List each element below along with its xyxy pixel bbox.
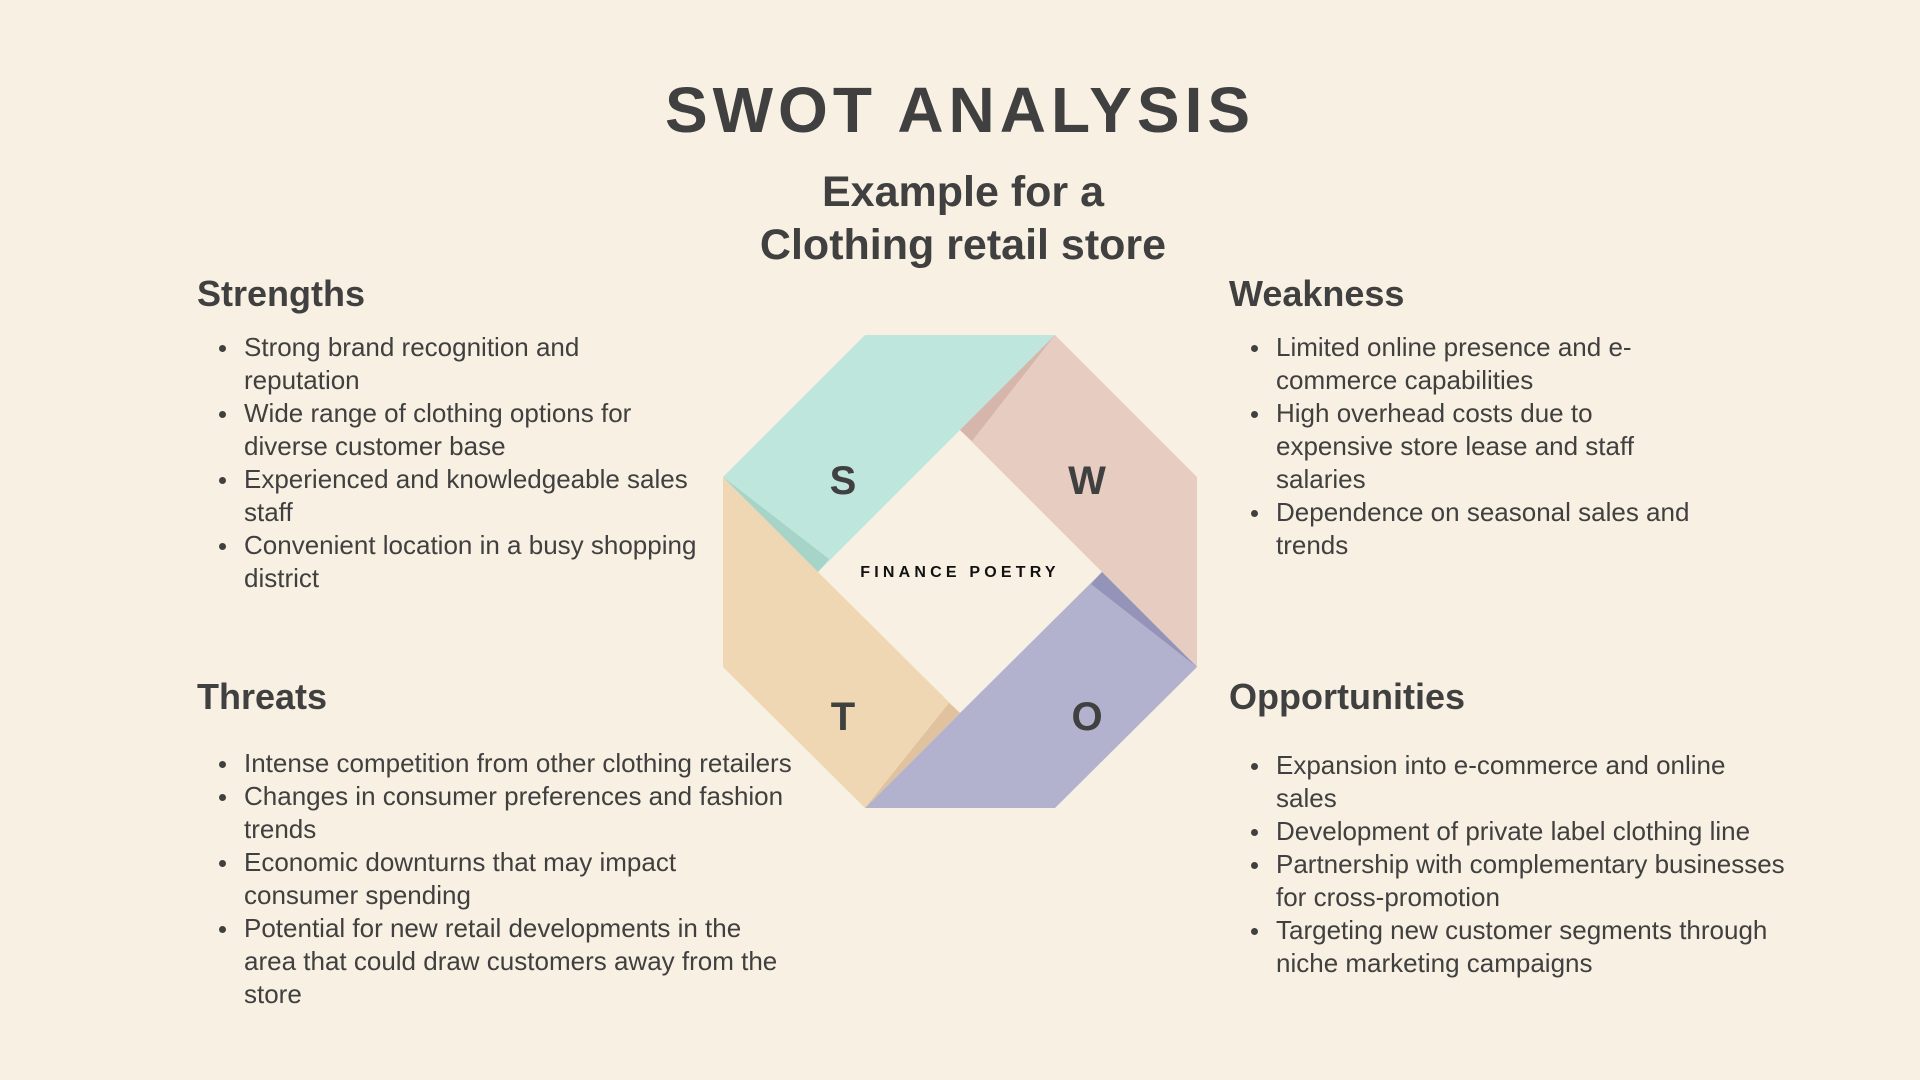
list-item-text: Experienced and knowledgeable sales staf… (244, 464, 688, 527)
list-item: Intense competition from other clothing … (219, 747, 792, 780)
list-item: Dependence on seasonal sales and trends (1251, 496, 1706, 562)
bullet-icon (1251, 411, 1258, 418)
list-item-text: Intense competition from other clothing … (244, 748, 792, 778)
opportunities-fold-shadow (1091, 572, 1197, 667)
threats-section: Threats Intense competition from other c… (197, 677, 792, 1011)
strengths-list: Strong brand recognition and reputation … (197, 331, 699, 595)
bullet-icon (219, 860, 226, 867)
threats-letter: T (830, 695, 856, 739)
list-item-text: Potential for new retail developments in… (244, 913, 778, 1009)
weakness-list: Limited online presence and e-commerce c… (1229, 331, 1706, 562)
list-item-text: Dependence on seasonal sales and trends (1276, 497, 1690, 560)
bullet-icon (1251, 862, 1258, 869)
list-item: Partnership with complementary businesse… (1251, 848, 1786, 914)
page-subtitle: Example for a Clothing retail store (0, 166, 1920, 272)
list-item-text: High overhead costs due to expensive sto… (1276, 398, 1634, 494)
opportunities-list: Expansion into e-commerce and online sal… (1229, 749, 1786, 980)
bullet-icon (1251, 928, 1258, 935)
strengths-segment (723, 335, 1055, 572)
list-item: Wide range of clothing options for diver… (219, 397, 699, 463)
list-item: Strong brand recognition and reputation (219, 331, 699, 397)
list-item-text: Limited online presence and e-commerce c… (1276, 332, 1632, 395)
threats-heading: Threats (197, 676, 328, 717)
list-item-text: Partnership with complementary businesse… (1276, 849, 1785, 912)
list-item-text: Convenient location in a busy shopping d… (244, 530, 697, 593)
weakness-letter: W (1068, 459, 1106, 503)
list-item-text: Wide range of clothing options for diver… (244, 398, 632, 461)
strengths-section: Strengths Strong brand recognition and r… (197, 274, 699, 595)
opportunities-segment (865, 572, 1197, 808)
weakness-fold-shadow (960, 335, 1055, 441)
list-item-text: Changes in consumer preferences and fash… (244, 781, 784, 844)
list-item: Limited online presence and e-commerce c… (1251, 331, 1706, 397)
list-item: Development of private label clothing li… (1251, 815, 1786, 848)
weakness-heading: Weakness (1229, 273, 1405, 314)
strengths-heading: Strengths (197, 273, 366, 314)
list-item: Expansion into e-commerce and online sal… (1251, 749, 1786, 815)
weakness-section: Weakness Limited online presence and e-c… (1229, 274, 1706, 562)
list-item-text: Economic downturns that may impact consu… (244, 847, 677, 910)
list-item-text: Strong brand recognition and reputation (244, 332, 580, 395)
bullet-icon (219, 794, 226, 801)
bullet-icon (219, 543, 226, 550)
opportunities-letter: O (1071, 695, 1103, 739)
bullet-icon (1251, 510, 1258, 517)
brand-label: FINANCE POETRY (860, 564, 1060, 581)
opportunities-section: Opportunities Expansion into e-commerce … (1229, 677, 1786, 980)
strengths-letter: S (829, 459, 857, 503)
opportunities-heading: Opportunities (1229, 676, 1465, 717)
list-item: Convenient location in a busy shopping d… (219, 529, 699, 595)
page-title: SWOT ANALYSIS (664, 74, 1256, 146)
list-item: Changes in consumer preferences and fash… (219, 780, 792, 846)
bullet-icon (219, 411, 226, 418)
list-item: Experienced and knowledgeable sales staf… (219, 463, 699, 529)
list-item: Potential for new retail developments in… (219, 912, 792, 1011)
bullet-icon (219, 345, 226, 352)
list-item: High overhead costs due to expensive sto… (1251, 397, 1706, 496)
bullet-icon (1251, 763, 1258, 770)
bullet-icon (1251, 829, 1258, 836)
bullet-icon (1251, 345, 1258, 352)
subtitle-line-2: Clothing retail store (759, 221, 1167, 269)
list-item: Economic downturns that may impact consu… (219, 846, 792, 912)
bullet-icon (219, 761, 226, 768)
list-item-text: Development of private label clothing li… (1276, 816, 1751, 846)
bullet-icon (219, 477, 226, 484)
list-item-text: Expansion into e-commerce and online sal… (1276, 750, 1726, 813)
subtitle-line-1: Example for a (822, 168, 1104, 216)
list-item-text: Targeting new customer segments through … (1276, 915, 1768, 978)
threats-fold-shadow (865, 703, 960, 808)
threats-list: Intense competition from other clothing … (197, 747, 792, 1011)
list-item: Targeting new customer segments through … (1251, 914, 1786, 980)
bullet-icon (219, 926, 226, 933)
